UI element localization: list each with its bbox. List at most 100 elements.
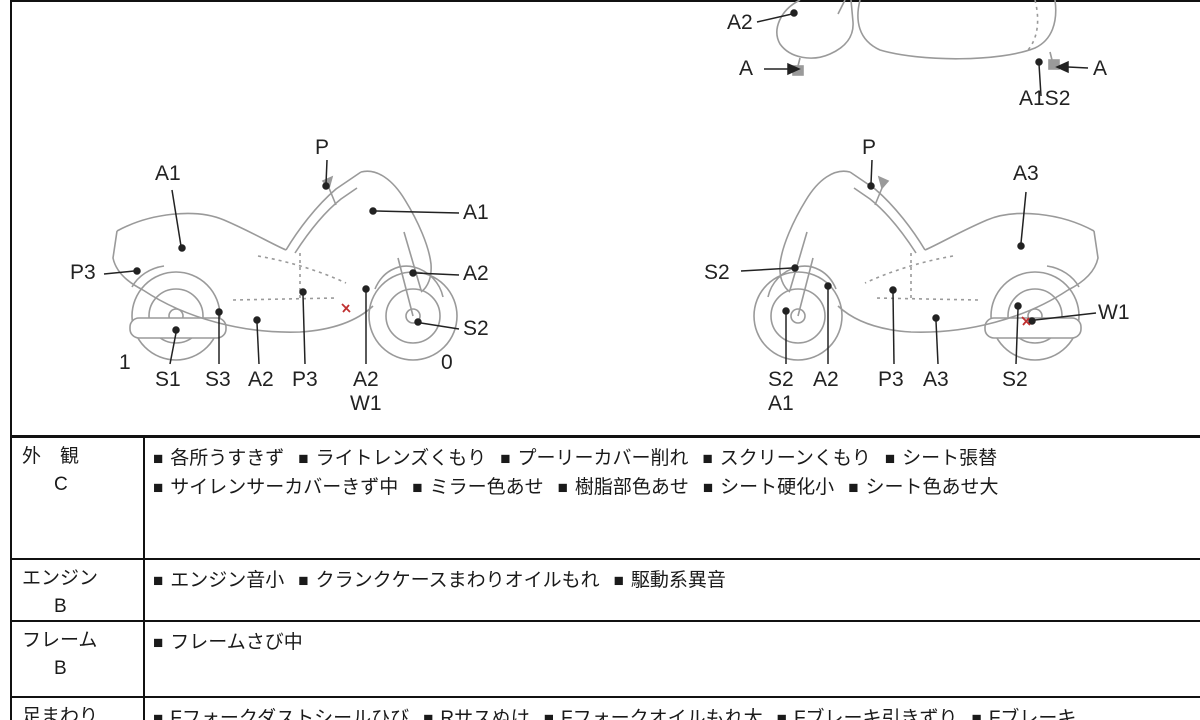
condition-item: ■ シート硬化小	[703, 473, 834, 502]
condition-item: ■シート張替	[885, 444, 997, 473]
square-bullet-icon: ■	[702, 478, 714, 497]
frame-left-border	[10, 0, 12, 720]
grade-label: B	[54, 596, 67, 617]
callout-label-right-side-view: P3	[878, 368, 904, 391]
category-label: エンジン	[22, 568, 99, 589]
category-cell: フレーム B	[12, 622, 145, 696]
square-bullet-icon: ■	[423, 709, 434, 720]
callout-label-left-side-view: 1	[119, 351, 131, 374]
callout-label-left-side-view: A2	[463, 262, 489, 285]
condition-item-text: プーリーカバー削れ	[517, 448, 689, 469]
scooter-top-view-art	[776, 0, 1060, 76]
condition-items-cell: ■ フレームさび中	[145, 622, 1200, 696]
callout-label-left-side-view: S2	[463, 317, 489, 340]
callout-label-top-view: A1S2	[1019, 87, 1071, 110]
callout-label-right-side-view: S2	[768, 368, 794, 391]
condition-item: ■ スクリーンくもり	[703, 444, 871, 473]
table-row: フレーム B ■ フレームさび中	[12, 620, 1200, 696]
condition-item: ■ Fフォークオイルもれ大	[544, 704, 763, 720]
callout-label-left-side-view: P3	[292, 368, 318, 391]
square-bullet-icon: ■	[153, 571, 164, 590]
callout-label-left-side-view: A2	[248, 368, 274, 391]
condition-item-text: ミラー色あせ	[429, 477, 544, 498]
condition-item-text: ライトレンズくもり	[315, 448, 487, 469]
callout-label-right-side-view: P	[862, 136, 877, 159]
condition-item: ■ Fフォークダストシールひび	[153, 704, 409, 720]
square-bullet-icon: ■	[613, 571, 624, 590]
callout-label-right-side-view: S2	[1002, 368, 1028, 391]
callout-label-right-side-view: W1	[1098, 301, 1130, 324]
callout-label-top-view: A	[1093, 57, 1108, 80]
square-bullet-icon: ■	[153, 709, 164, 720]
condition-items-cell: ■ Fフォークダストシールひび ■ Rサスぬけ ■ Fフォークオイルもれ大 ■ Fブレーキ引き…	[145, 698, 1200, 720]
square-bullet-icon: ■	[153, 449, 164, 468]
condition-item: ■ エンジン音小	[153, 566, 284, 595]
grade-label: C	[54, 474, 68, 495]
grade-label: B	[54, 658, 67, 679]
condition-item-text: Fフォークダストシールひび	[170, 708, 410, 720]
condition-item: ■ Fブレーキ	[972, 704, 1077, 720]
callout-label-top-view: A2	[727, 11, 753, 34]
callout-label-left-side-view: P3	[70, 261, 96, 284]
condition-item-text: Fフォークオイルもれ大	[561, 708, 763, 720]
condition-item-text: サイレンサーカバーきず中	[170, 477, 399, 498]
condition-item-text: シート色あせ大	[865, 477, 999, 498]
condition-table: 外 観 C ■ 各所うすきず ■ ライトレンズくもり ■ プーリーカバー削れ ■ スクリーンくもり…	[12, 435, 1200, 720]
table-row: エンジン B ■ エンジン音小 ■ クランクケースまわりオイルもれ ■ 駆動系異音	[12, 558, 1200, 620]
callout-label-left-side-view: S1	[155, 368, 181, 391]
category-label: フレーム	[22, 630, 98, 651]
condition-item-text: シート硬化小	[720, 477, 835, 498]
square-bullet-icon: ■	[298, 449, 309, 468]
scooter-left-side-art	[112, 170, 458, 361]
condition-item-text: 樹脂部色あせ	[574, 477, 689, 498]
condition-item: ■ ライトレンズくもり	[298, 444, 486, 473]
condition-item-text: 各所うすきず	[170, 448, 285, 469]
damage-mark-icons	[341, 303, 1031, 326]
square-bullet-icon: ■	[500, 449, 511, 468]
callout-label-left-side-view: W1	[350, 392, 382, 415]
table-row: 外 観 C ■ 各所うすきず ■ ライトレンズくもり ■ プーリーカバー削れ ■ スクリーンくもり…	[12, 438, 1200, 558]
callout-label-right-side-view: A3	[923, 368, 949, 391]
category-cell: 足まわり	[12, 698, 145, 720]
condition-item-text: Fブレーキ引きずり	[793, 708, 958, 720]
square-bullet-icon: ■	[153, 633, 164, 652]
square-bullet-icon: ■	[298, 571, 309, 590]
condition-item: ■ Rサスぬけ	[423, 704, 530, 720]
condition-item: ■ サイレンサーカバーきず中	[153, 473, 398, 502]
callout-label-left-side-view: A2	[353, 368, 379, 391]
scooter-right-side-art	[753, 170, 1099, 361]
condition-item: ■ 駆動系異音	[614, 566, 726, 595]
square-bullet-icon: ■	[412, 478, 423, 497]
square-bullet-icon: ■	[884, 449, 896, 468]
square-bullet-icon: ■	[543, 709, 555, 720]
square-bullet-icon: ■	[776, 709, 787, 720]
condition-item: ■ Fブレーキ引きずり	[777, 704, 958, 720]
condition-item: ■ フレームさび中	[153, 628, 303, 657]
condition-item-text: エンジン音小	[170, 570, 285, 591]
callout-label-right-side-view: A3	[1013, 162, 1039, 185]
condition-item-text: 駆動系異音	[630, 570, 726, 591]
condition-item-text: クランクケースまわりオイルもれ	[315, 570, 600, 591]
callout-label-top-view: A	[739, 57, 754, 80]
condition-item-text: Rサスぬけ	[440, 708, 530, 720]
callout-label-right-side-view: S2	[704, 261, 730, 284]
condition-items-cell: ■ エンジン音小 ■ クランクケースまわりオイルもれ ■ 駆動系異音	[145, 560, 1200, 620]
square-bullet-icon: ■	[153, 478, 164, 497]
condition-item: ■ 樹脂部色あせ	[558, 473, 689, 502]
condition-item: ■ クランクケースまわりオイルもれ	[298, 566, 599, 595]
condition-item-text: Fブレーキ	[988, 708, 1077, 720]
condition-item-text: フレームさび中	[170, 632, 303, 653]
category-label: 外 観	[22, 446, 80, 467]
condition-item: ■ プーリーカバー削れ	[500, 444, 688, 473]
square-bullet-icon: ■	[971, 709, 982, 720]
vehicle-line-art	[103, 0, 1099, 365]
square-bullet-icon: ■	[702, 449, 713, 468]
category-cell: 外 観 C	[12, 438, 145, 558]
condition-item-text: スクリーンくもり	[719, 448, 871, 469]
callout-label-left-side-view: S3	[205, 368, 231, 391]
square-bullet-icon: ■	[848, 478, 859, 497]
square-bullet-icon: ■	[557, 478, 568, 497]
condition-item: ■ 各所うすきず	[153, 444, 284, 473]
